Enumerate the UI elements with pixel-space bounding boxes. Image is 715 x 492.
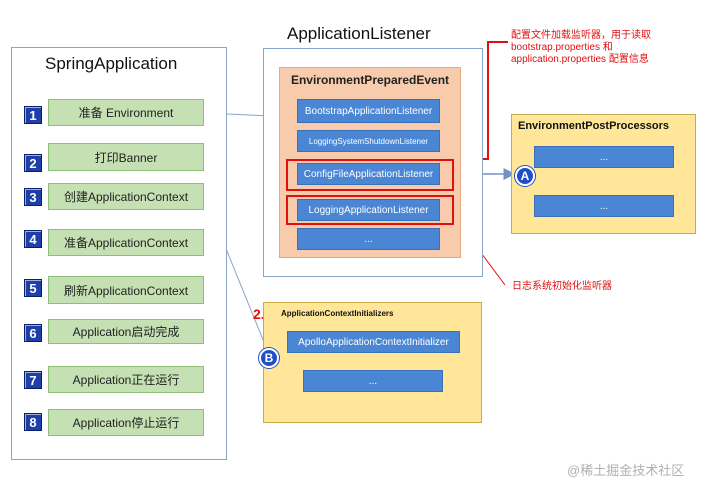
step-number-3: 3	[24, 188, 42, 206]
logging-application-listener: LoggingApplicationListener	[297, 199, 440, 221]
step-create-context: 创建ApplicationContext	[48, 183, 204, 210]
bootstrap-listener: BootstrapApplicationListener	[297, 99, 440, 123]
config-file-highlight	[286, 159, 454, 191]
step-print-banner: 打印Banner	[48, 143, 204, 171]
step-number-5: 5	[24, 279, 42, 297]
step-application-running: Application正在运行	[48, 366, 204, 393]
initializers-title: ApplicationContextInitializers	[281, 309, 394, 318]
initializer-more: ...	[303, 370, 443, 392]
step-number-6: 6	[24, 324, 42, 342]
application-listener-title: ApplicationListener	[287, 24, 431, 43]
logging-listener-annotation: 日志系统初始化监听器	[512, 281, 612, 292]
watermark: @稀土掘金技术社区	[567, 463, 685, 478]
step-application-started: Application启动完成	[48, 319, 204, 344]
step-application-stopped: Application停止运行	[48, 409, 204, 436]
step-prepare-context: 准备ApplicationContext	[48, 229, 204, 256]
post-processor-item-1: ...	[534, 146, 674, 168]
step-prepare-environment: 准备 Environment	[48, 99, 204, 126]
step-refresh-context: 刷新ApplicationContext	[48, 276, 204, 304]
apollo-initializer: ApolloApplicationContextInitializer	[287, 331, 460, 353]
logging-listener-highlight	[286, 195, 454, 225]
step-number-4: 4	[24, 230, 42, 248]
marker-b: B	[259, 348, 279, 368]
initializers-box	[263, 302, 482, 423]
post-processors-title: EnvironmentPostProcessors	[518, 120, 669, 132]
marker-a: A	[515, 166, 535, 186]
more-listeners: ...	[297, 228, 440, 250]
step-number-7: 7	[24, 371, 42, 389]
step-number-1: 1	[24, 106, 42, 124]
spring-application-title: SpringApplication	[45, 54, 178, 73]
post-processor-item-2: ...	[534, 195, 674, 217]
environment-prepared-event-box	[279, 67, 461, 258]
environment-prepared-event-title: EnvironmentPreparedEvent	[290, 73, 450, 87]
step-number-2: 2	[24, 154, 42, 172]
step-number-8: 8	[24, 413, 42, 431]
logging-shutdown-listener: LoggingSystemShutdownListener	[297, 130, 440, 152]
config-listener-annotation: 配置文件加载监听器，用于读取bootstrap.properties 和 app…	[511, 30, 651, 65]
config-file-listener: ConfigFileApplicationListener	[297, 163, 440, 185]
